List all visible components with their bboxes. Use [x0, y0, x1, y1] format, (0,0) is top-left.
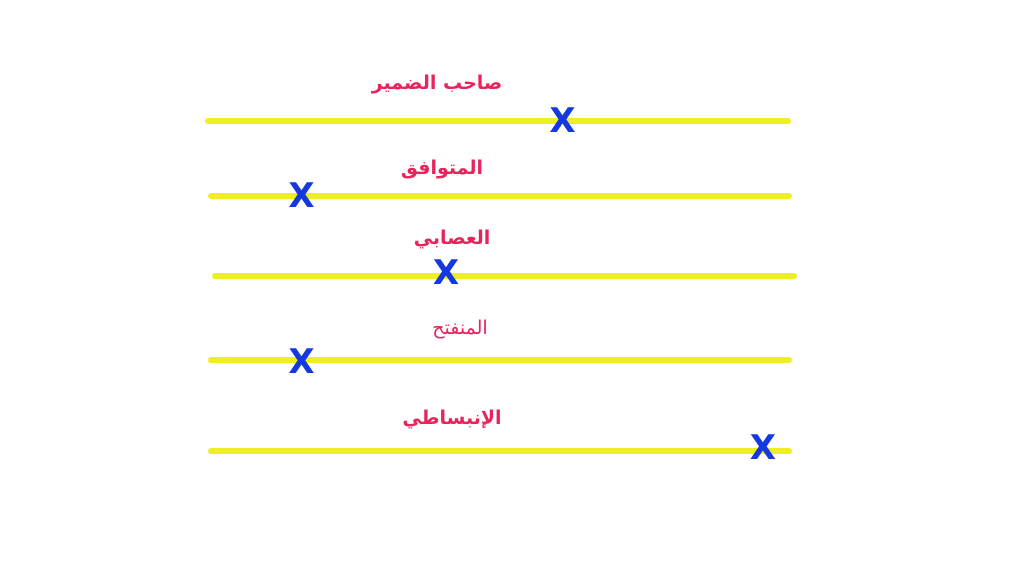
scale-label: المنفتح [432, 317, 488, 339]
scale-label: الإنبساطي [402, 407, 502, 429]
scale-label: المتوافق [400, 157, 484, 179]
scale-extravert: الإنبساطي X [0, 405, 1024, 485]
x-marker: X [288, 342, 315, 382]
scale-line [208, 357, 792, 363]
x-marker: X [549, 101, 576, 141]
scale-label: صاحب الضمير [371, 72, 503, 94]
x-marker: X [288, 176, 315, 216]
x-marker: X [749, 428, 776, 468]
scale-line [208, 193, 792, 199]
scale-label: العصابي [413, 227, 491, 249]
scale-line [212, 273, 797, 279]
scale-neurotic: العصابي X [0, 225, 1024, 305]
scale-line [208, 448, 792, 454]
x-marker: X [432, 253, 460, 293]
scale-line [205, 118, 791, 124]
scale-open: المنفتح X [0, 315, 1024, 395]
scale-conscientious: صاحب الضمير X [0, 70, 1024, 150]
scale-agreeable: المتوافق X [0, 155, 1024, 235]
